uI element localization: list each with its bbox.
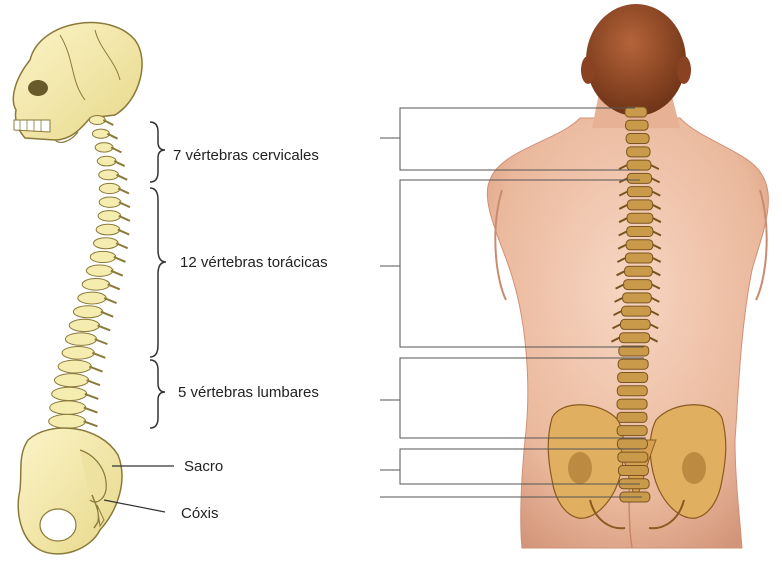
skeleton-spinous-process xyxy=(104,298,116,303)
back-vertebra xyxy=(625,266,653,276)
skeleton-spinous-process xyxy=(111,147,121,152)
skeleton-vertebra xyxy=(86,265,113,276)
back-vertebra xyxy=(625,253,652,263)
skeleton-vertebra xyxy=(78,292,106,304)
skeleton-vertebra xyxy=(65,333,96,345)
skeleton-spinous-process xyxy=(107,134,117,139)
skeleton-spinous-process xyxy=(117,175,128,180)
skeleton-vertebra xyxy=(82,279,109,291)
skeleton-vertebra xyxy=(89,116,105,125)
label-cervical: 7 vértebras cervicales xyxy=(173,147,319,164)
skeleton-vertebral-column xyxy=(48,116,130,443)
back-vertebra xyxy=(627,147,650,157)
skeleton-vertebra xyxy=(95,143,113,152)
skeleton-vertebra xyxy=(96,224,120,235)
skeleton-vertebra xyxy=(49,414,86,428)
back-vertebra xyxy=(618,465,648,475)
back-vertebra xyxy=(618,373,648,383)
skull xyxy=(13,23,142,143)
skeleton-spinous-process xyxy=(114,161,125,166)
back-vertebra xyxy=(626,120,648,130)
skeleton-vertebra xyxy=(69,319,99,331)
back-vertebra xyxy=(627,173,651,183)
skeleton-vertebra xyxy=(52,387,87,400)
skeleton-vertebra xyxy=(92,129,109,138)
back-vertebra xyxy=(627,226,653,236)
skeleton-vertebra xyxy=(54,374,88,387)
brace-lumbar xyxy=(150,360,165,428)
skeleton-spinous-process xyxy=(85,394,98,399)
skeleton-spinous-process xyxy=(114,257,126,262)
skeleton-spinous-process xyxy=(108,284,120,289)
skeleton-pelvis xyxy=(18,428,122,554)
skeleton-spinous-process xyxy=(119,202,130,207)
skeleton-vertebra xyxy=(97,156,116,166)
brace-cervical xyxy=(150,122,165,182)
skeleton-spinous-process xyxy=(89,367,102,372)
back-vertebra xyxy=(617,399,647,409)
label-thoracic: 12 vértebras torácicas xyxy=(180,254,328,271)
back-vertebra xyxy=(626,240,653,250)
back-vertebra xyxy=(627,213,653,223)
back-vertebra xyxy=(617,426,647,436)
skeleton-spinous-process xyxy=(111,271,123,276)
skeleton-vertebra xyxy=(98,211,121,222)
skeleton-spinous-process xyxy=(118,188,129,193)
skeleton-vertebra xyxy=(99,183,120,193)
skeleton-spinous-process xyxy=(118,230,129,235)
brace-thoracic xyxy=(150,188,166,357)
skeleton-spinous-process xyxy=(101,312,113,317)
back-vertebra xyxy=(620,319,650,329)
back-vertebra xyxy=(624,280,652,290)
skeleton-spinous-process xyxy=(98,325,111,330)
skeleton-spinous-process xyxy=(103,120,113,125)
skeleton-vertebra xyxy=(94,238,119,249)
skeleton-spinous-process xyxy=(116,243,128,248)
back-vertebra xyxy=(622,306,651,316)
skeleton-vertebra xyxy=(58,360,91,373)
label-coccyx: Cóxis xyxy=(181,505,219,522)
label-lumbar: 5 vértebras lumbares xyxy=(178,384,319,401)
back-vertebra xyxy=(619,333,649,343)
back-vertebra xyxy=(617,412,647,422)
skeleton-spine-illustration xyxy=(13,23,174,554)
skeleton-spinous-process xyxy=(87,380,100,385)
skeleton-vertebra xyxy=(62,346,94,359)
skeleton-vertebra xyxy=(99,197,121,207)
head xyxy=(586,4,686,116)
back-vertebra xyxy=(618,359,648,369)
back-vertebra xyxy=(627,200,652,210)
human-back-illustration xyxy=(487,4,768,548)
label-sacrum: Sacro xyxy=(184,458,223,475)
back-vertebra xyxy=(623,293,652,303)
back-vertebra xyxy=(627,160,651,170)
back-vertebra xyxy=(617,386,647,396)
skeleton-vertebra xyxy=(50,401,86,415)
skeleton-vertebra xyxy=(73,306,102,318)
skeleton-spinous-process xyxy=(92,353,105,358)
skeleton-spinous-process xyxy=(84,408,98,413)
skeleton-spinous-process xyxy=(95,339,108,344)
skeleton-spinous-process xyxy=(84,421,98,426)
back-vertebra xyxy=(618,452,648,462)
skeleton-spinous-process xyxy=(119,216,130,221)
back-vertebra xyxy=(626,134,649,144)
skeleton-vertebra xyxy=(99,170,119,180)
back-vertebra xyxy=(627,187,652,197)
back-vertebra xyxy=(617,439,647,449)
skeleton-vertebra xyxy=(90,251,116,262)
